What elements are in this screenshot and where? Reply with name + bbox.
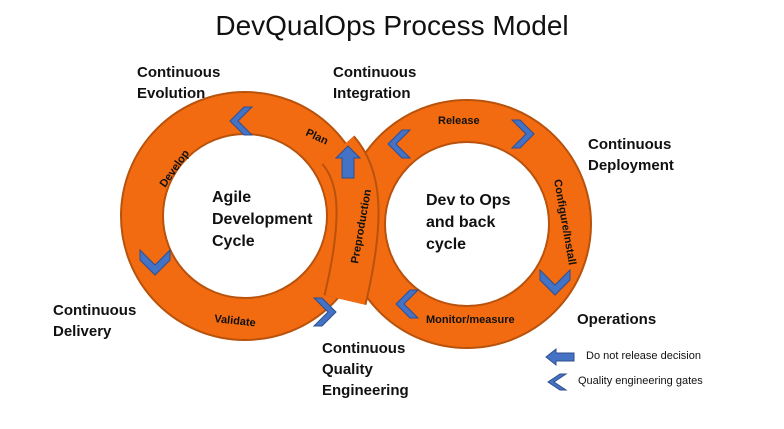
chevron-gate-icon: [395, 289, 420, 319]
phase-continuous-deployment: Continuous Deployment: [588, 136, 674, 174]
legend-quality-gates-label: Quality engineering gates: [578, 375, 703, 387]
left-cycle-label: Agile Development Cycle: [212, 189, 313, 250]
phase-continuous-integration: Continuous Integration: [333, 64, 417, 102]
legend-do-not-release: Do not release decision: [586, 350, 701, 362]
chevron-gate-icon: [387, 129, 412, 159]
legend-quality-gates: Quality engineering gates: [578, 375, 703, 387]
ring-label-validate: Validate: [214, 313, 257, 329]
phase-continuous-delivery: Continuous Delivery: [53, 302, 137, 340]
diagram-title: DevQualOps Process Model: [215, 10, 569, 41]
ring-label-monitor: Monitor/measure: [426, 314, 515, 326]
arrow-left-icon: [334, 145, 362, 179]
legend-do-not-release-label: Do not release decision: [586, 350, 701, 362]
chevron-gate-icon: [510, 119, 535, 149]
chevron-gate-icon: [539, 268, 571, 296]
chevron-gate-icon: [139, 248, 171, 276]
chevron-gate-icon: [312, 297, 337, 327]
phase-continuous-evolution: Continuous Evolution: [137, 64, 221, 102]
legend-do-not-release-icon: [545, 347, 575, 367]
legend-quality-gate-icon: [547, 373, 568, 391]
right-cycle-label: Dev to Ops and back cycle: [426, 192, 511, 253]
chevron-gate-icon: [229, 106, 254, 136]
phase-continuous-quality-engineering: Continuous Quality Engineering: [322, 340, 409, 399]
ring-label-release: Release: [438, 115, 480, 127]
phase-operations: Operations: [577, 311, 657, 328]
